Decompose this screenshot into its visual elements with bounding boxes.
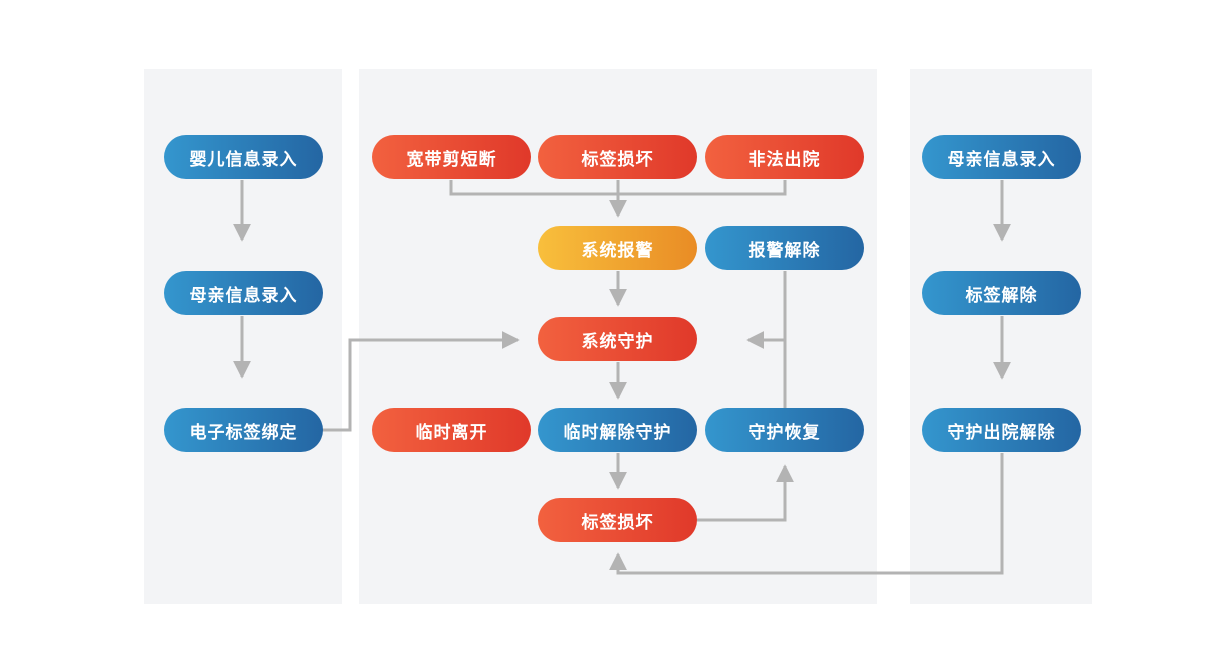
node-guard-restore: 守护恢复 [705, 408, 864, 452]
node-temp-release-guard: 临时解除守护 [538, 408, 697, 452]
node-guard-discharge-release: 守护出院解除 [922, 408, 1081, 452]
node-tag-release: 标签解除 [922, 271, 1081, 315]
node-temp-leave: 临时离开 [372, 408, 531, 452]
node-system-alarm: 系统报警 [538, 226, 697, 270]
arrow-release-to-guard [746, 271, 787, 349]
node-tag-damage-bottom: 标签损坏 [538, 498, 697, 542]
node-baby-info: 婴儿信息录入 [164, 135, 323, 179]
node-mother-info-right: 母亲信息录入 [922, 135, 1081, 179]
node-tag-binding: 电子标签绑定 [164, 408, 323, 452]
node-mother-info-left: 母亲信息录入 [164, 271, 323, 315]
arrow-damage-to-restore [697, 464, 794, 522]
node-strap-cut: 宽带剪短断 [372, 135, 531, 179]
arrow-discharge-to-damage [609, 453, 1004, 575]
node-illegal-discharge: 非法出院 [705, 135, 864, 179]
node-tag-damage-top: 标签损坏 [538, 135, 697, 179]
node-alarm-release: 报警解除 [705, 226, 864, 270]
node-system-guard: 系统守护 [538, 317, 697, 361]
arrow-binding-to-guard [322, 331, 520, 432]
